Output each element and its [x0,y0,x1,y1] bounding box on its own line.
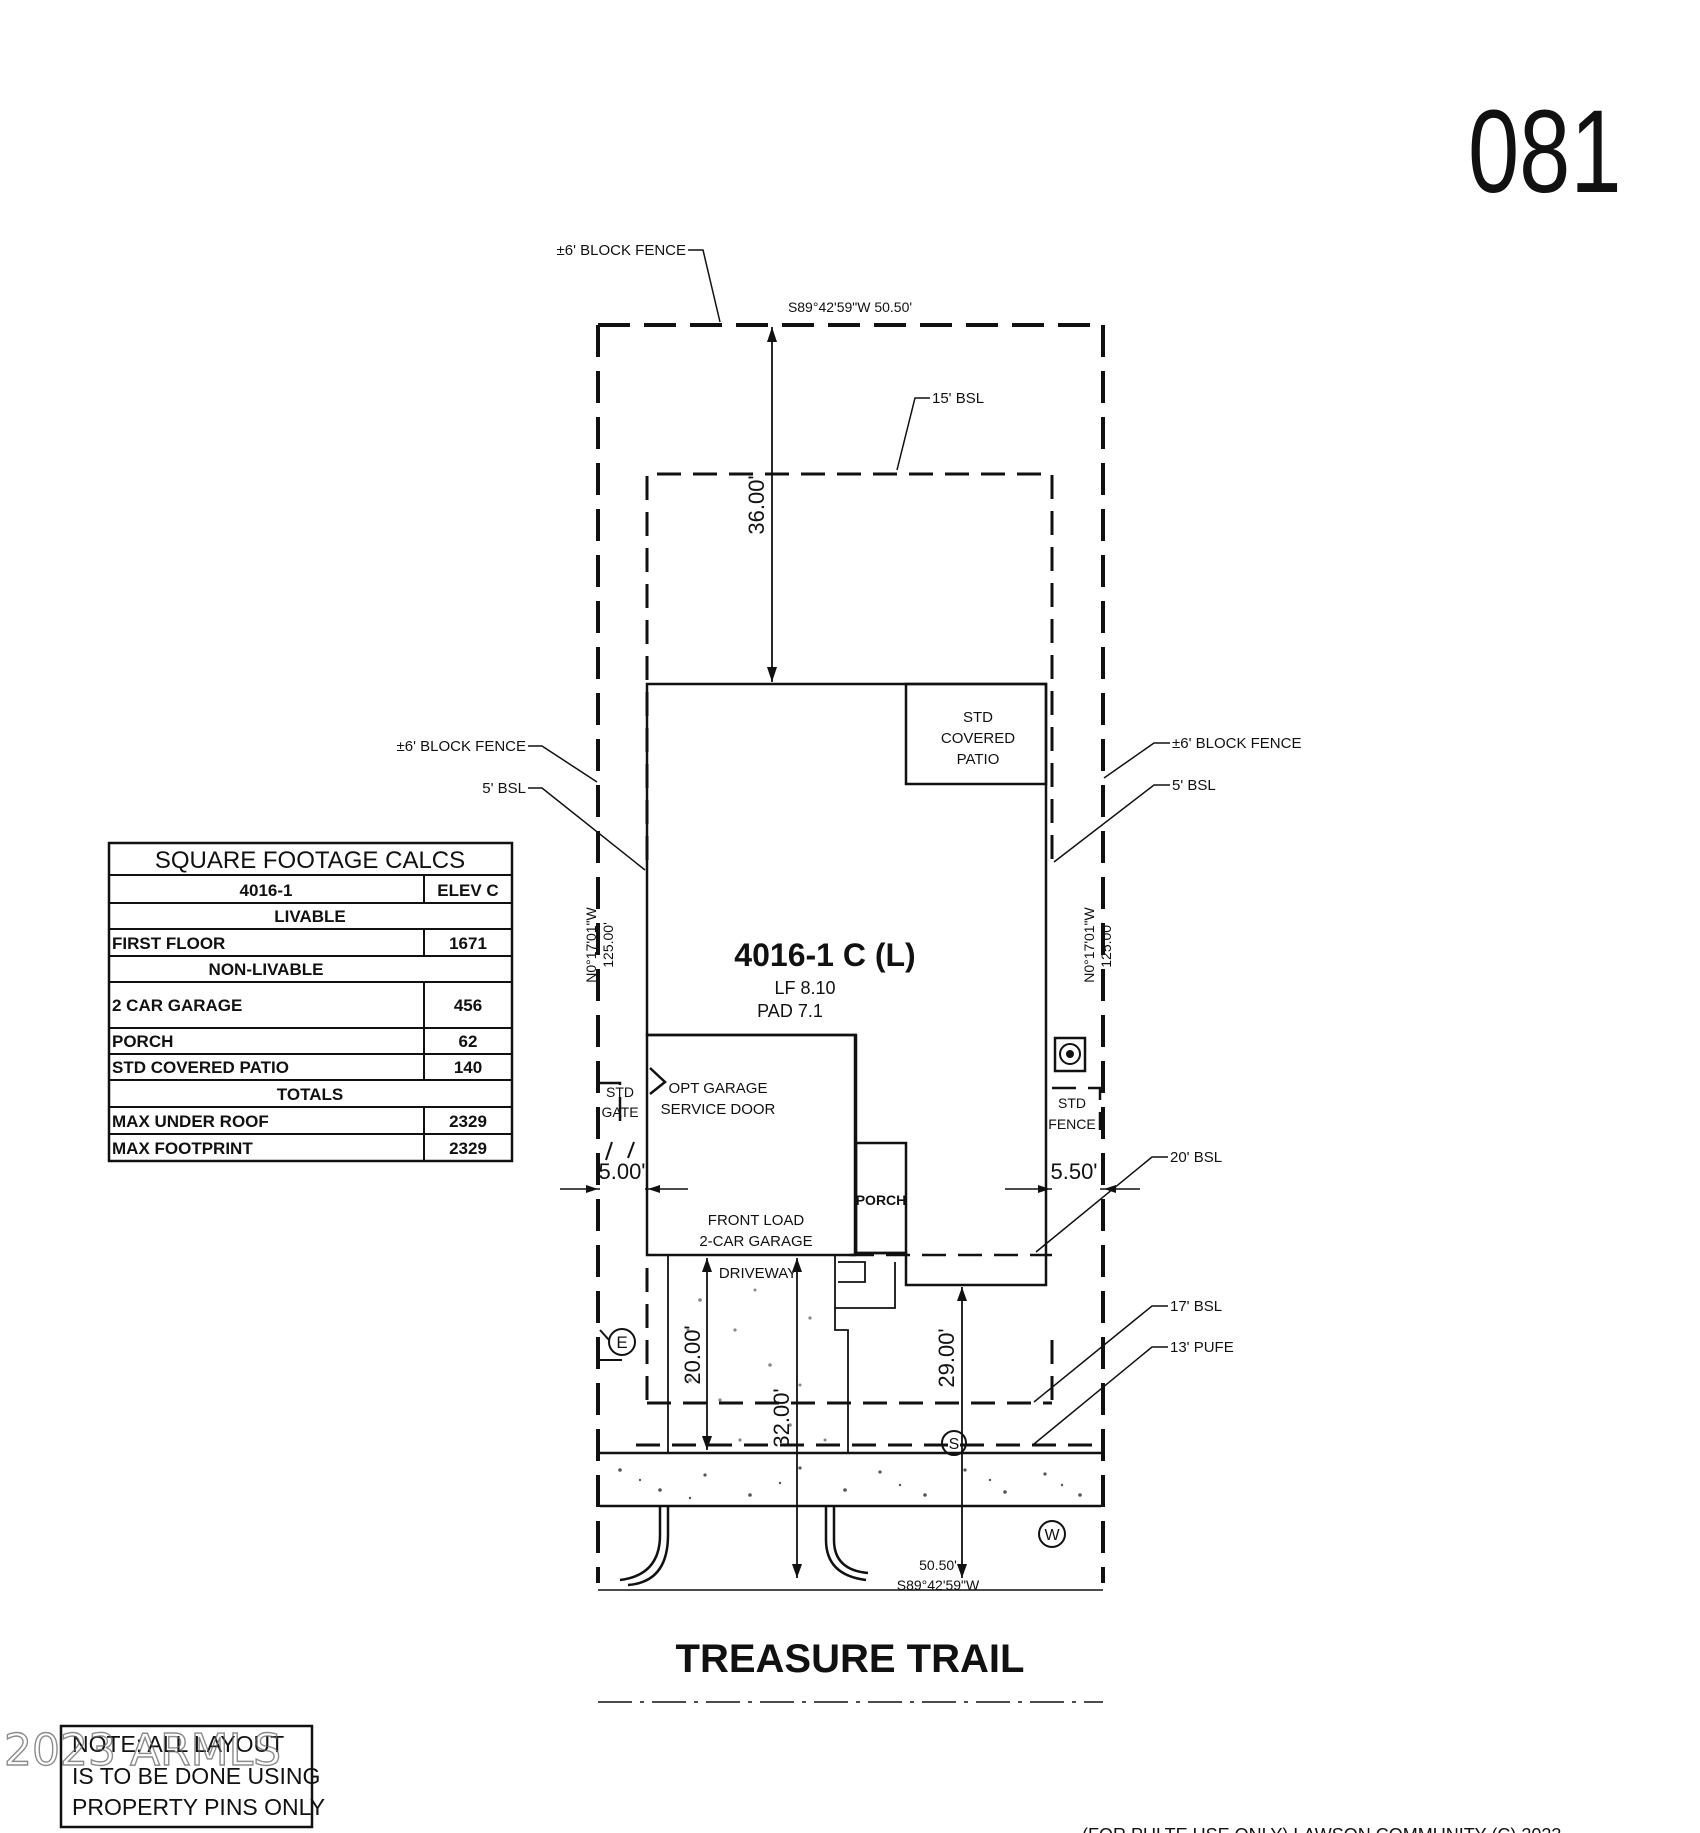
layout-note: NOTE: ALL LAYOUT IS TO BE DONE USING PRO… [59,1724,325,1829]
sqft-row-max-footprint-label: MAX FOOTPRINT [112,1139,253,1158]
front-bsl-label: 20' BSL [1170,1149,1222,1166]
garage [645,1033,857,1257]
porch-label: PORCH [856,1192,907,1208]
plan-label: 4016-1 C (L) [734,937,915,973]
driveway-depth-dim: 32.00' [769,1388,794,1447]
pufe-label: 13' PUFE [1170,1339,1234,1356]
sqft-section-livable: LIVABLE [274,907,345,926]
sidewalk [600,1451,1101,1508]
patio-label-1: STD [963,709,993,726]
left-bearing: N0°17'01"W [583,906,599,982]
sqft-section-totals: TOTALS [277,1085,343,1104]
rear-setback-dim: 36.00' [744,475,769,534]
watermark: 2023 ARMLS [4,1725,281,1776]
note-line-1: NOTE: ALL LAYOUT [72,1731,284,1757]
garage-label-2: 2-CAR GARAGE [699,1233,812,1250]
lot-number: 081 [1468,86,1622,218]
left-side-dim: 5.00' [598,1159,645,1184]
sqft-row-patio-label: STD COVERED PATIO [112,1058,289,1077]
sqft-plan: 4016-1 [240,881,293,900]
svg-text:S: S [949,1436,960,1453]
service-door-icon [649,1067,667,1095]
note-line-2: IS TO BE DONE USING [72,1763,320,1789]
block-fence-left-label: ±6' BLOCK FENCE [397,738,526,755]
note-line-3: PROPERTY PINS ONLY [72,1794,325,1820]
garage-label-1: FRONT LOAD [708,1212,805,1229]
bottom-distance: 50.50' [919,1557,957,1573]
gate-fence-details [598,1081,1102,1161]
driveway-label: DRIVEWAY [719,1265,797,1282]
sqft-elevation: ELEV C [437,881,498,900]
rear-bsl-label: 15' BSL [932,390,984,407]
square-footage-table: SQUARE FOOTAGE CALCS 4016-1 ELEV C LIVAB… [107,841,514,1163]
top-bearing: S89°42'59"W 50.50' [788,299,912,315]
sqft-row-patio-value: 140 [454,1058,482,1077]
ac-unit-icon [1053,1036,1087,1073]
std-fence-label-1: STD [1058,1095,1086,1111]
sewer-cleanout-icon: S [941,1430,967,1456]
water-meter-icon: W [1038,1520,1066,1548]
sqft-row-max-under-roof-label: MAX UNDER ROOF [112,1112,269,1131]
garage-depth-dim: 20.00' [680,1325,705,1384]
dimension-lines [560,327,1140,1578]
right-distance: 125.00' [1098,922,1114,968]
sqft-row-first-floor-label: FIRST FLOOR [112,934,225,953]
sqft-title: SQUARE FOOTAGE CALCS [155,847,465,874]
leader-lines [528,249,1170,1445]
block-fence-right-label: ±6' BLOCK FENCE [1172,735,1301,752]
sqft-row-porch-value: 62 [459,1032,478,1051]
sqft-row-max-under-roof-value: 2329 [449,1112,487,1131]
covered-patio [904,682,1048,786]
patio-label-3: PATIO [957,751,1000,768]
pad-label: PAD 7.1 [757,1001,823,1021]
curb-returns [619,1506,869,1587]
std-fence-label-2: FENCE [1048,1116,1095,1132]
side-bsl-left-label: 5' BSL [482,780,526,797]
street-name: TREASURE TRAIL [676,1637,1025,1681]
block-fence-top-label: ±6' BLOCK FENCE [557,242,686,259]
left-distance: 125.00' [600,922,616,968]
garage-door-label-1: OPT GARAGE [669,1080,768,1097]
lf-label: LF 8.10 [774,978,835,998]
property-boundary [596,323,1105,1591]
porch [854,1141,908,1255]
house-footprint [645,682,1048,1287]
sqft-row-garage-value: 456 [454,996,482,1015]
sqft-section-non-livable: NON-LIVABLE [209,960,324,979]
sqft-row-first-floor-value: 1671 [449,934,487,953]
right-side-dim: 5.50' [1050,1159,1097,1184]
std-gate-label-2: GATE [601,1104,638,1120]
garage-door-label-2: SERVICE DOOR [661,1101,776,1118]
right-bearing: N0°17'01"W [1081,906,1097,982]
bottom-bearing: S89°42'59"W [897,1577,980,1593]
sqft-row-porch-label: PORCH [112,1032,173,1051]
std-gate-label-1: STD [606,1084,634,1100]
house-front-dim: 29.00' [934,1328,959,1387]
driveway [667,1256,896,1453]
patio-label-2: COVERED [941,730,1015,747]
svg-text:E: E [616,1333,627,1352]
footer-note: (FOR PULTE USE ONLY) LAWSON COMMUNITY (C… [1082,1825,1561,1833]
bsl-17-label: 17' BSL [1170,1298,1222,1315]
svg-text:W: W [1044,1527,1060,1544]
electric-meter-icon: E [599,1328,636,1361]
sqft-row-max-footprint-value: 2329 [449,1139,487,1158]
side-bsl-right-label: 5' BSL [1172,777,1216,794]
setback-lines [636,472,1100,1447]
sqft-row-garage-label: 2 CAR GARAGE [112,996,242,1015]
